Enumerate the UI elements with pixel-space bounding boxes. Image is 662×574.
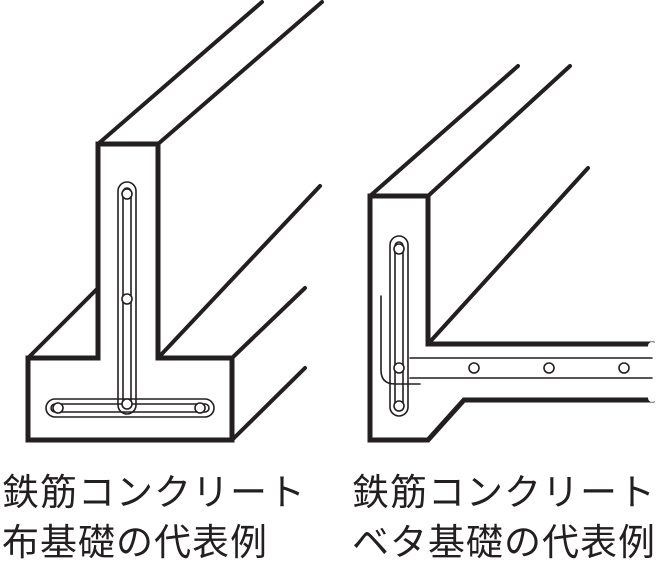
strip-foundation-diagram (25, 0, 324, 443)
mat-horizontal-rebar (409, 357, 653, 379)
mat-rebar-dots (393, 243, 630, 412)
rebar-dot (121, 398, 133, 410)
rebar-dot (393, 243, 405, 255)
rebar-dot (393, 362, 405, 374)
mat-wall-top-left-edge (368, 64, 520, 198)
strip-wall-top-left-edge (96, 0, 264, 146)
rebar-dot (121, 293, 133, 305)
mat-inner-corner-edge (426, 166, 590, 346)
mat-foundation-diagram (367, 64, 656, 443)
rebar-dot (393, 400, 405, 412)
mat-foundation-perspective-lines (368, 64, 590, 346)
caption-line: 鉄筋コンクリート (2, 471, 306, 514)
rebar-dot (52, 402, 64, 414)
rebar-dot (121, 188, 133, 200)
rebar-dot (618, 362, 630, 374)
mat-bent-rebar (380, 295, 421, 385)
mat-foundation-section (367, 193, 655, 443)
caption-line: 布基礎の代表例 (2, 521, 268, 564)
strip-foundation-section (25, 141, 235, 443)
caption-line: ベタ基礎の代表例 (352, 521, 656, 564)
strip-footing-bottom-edge (230, 366, 307, 442)
rebar-dot (194, 402, 206, 414)
caption-line: 鉄筋コンクリート (352, 471, 656, 514)
strip-rebar-dots (52, 188, 206, 414)
strip-wall-side-edge (156, 184, 322, 360)
mat-foundation-caption: 鉄筋コンクリート ベタ基礎の代表例 (352, 468, 656, 568)
strip-wall-top-right-edge (156, 0, 324, 146)
rebar-dot (468, 362, 480, 374)
rebar-dot (543, 362, 555, 374)
strip-foundation-caption: 鉄筋コンクリート 布基礎の代表例 (2, 468, 306, 568)
mat-wall-top-right-edge (426, 64, 572, 198)
strip-footing-top-right-edge (230, 286, 307, 360)
strip-footing-top-left-edge (26, 286, 100, 360)
strip-foundation-perspective-lines (26, 0, 324, 442)
